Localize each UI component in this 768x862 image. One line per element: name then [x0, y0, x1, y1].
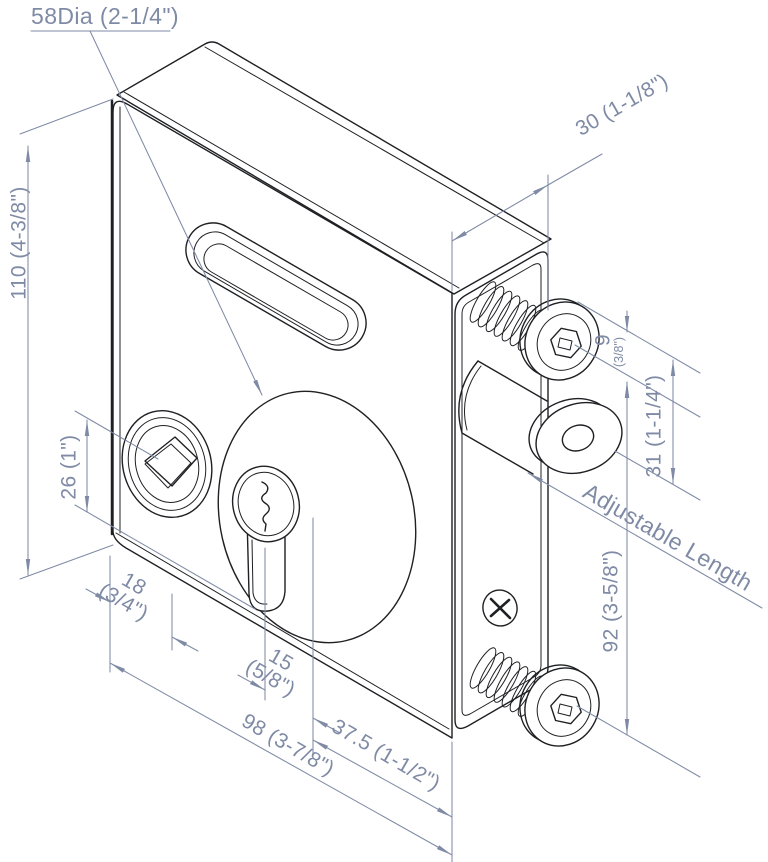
mounting-plate [454, 251, 549, 730]
dim-height: 110 (4-3/8") [8, 145, 31, 576]
dim-edge-offset: 18 (3/4") [85, 568, 199, 652]
dim-depth-label: 30 (1-1/8") [572, 69, 673, 140]
dim-bolt-length: 31 (1-1/4") [643, 359, 676, 485]
top-face-bend-line-front [123, 91, 460, 289]
roller-hole [561, 424, 595, 452]
dim-width-label: 98 (3-7/8") [238, 709, 339, 780]
top-face-bend-line-back [204, 46, 545, 244]
dim-cylinder-to-edge-label: 37.5 (1-1/2") [328, 715, 444, 796]
dim-bolt-offset-value: 9 [592, 334, 615, 346]
dim-bolt-spacing-label: 92 (3-5/8") [600, 550, 623, 653]
dimension-layer: 58Dia (2-1/4") 110 (4-3/8") 30 (1-1/8") … [8, 3, 763, 862]
upper-bolt-hex-socket [550, 327, 582, 359]
dim-spindle-cylinder-offset: 26 (1") [58, 419, 90, 513]
circular-boss-58dia [217, 390, 417, 644]
euro-cylinder [231, 465, 301, 612]
dim-diameter-label: 58Dia (2-1/4") [31, 3, 179, 29]
top-slot [185, 222, 367, 351]
dim-height-label: 110 (4-3/8") [8, 186, 31, 299]
phillips-screw [482, 589, 518, 627]
adjustable-length-callout: Adjustable Length [527, 472, 763, 609]
dim-bolt-offset-fraction: (3/8") [612, 337, 626, 367]
square-spindle-hole [144, 436, 198, 487]
dim-spindle-cylinder-offset-label: 26 (1") [58, 434, 81, 499]
dim-bolt-length-label: 31 (1-1/4") [643, 375, 666, 478]
adjustable-roller-bolt [458, 360, 623, 475]
upper-bolt-threads [469, 281, 545, 351]
dim-depth: 30 (1-1/8") [451, 69, 673, 242]
upper-fixing-bolt [469, 281, 600, 381]
spindle-rosette [121, 409, 213, 519]
lower-fixing-bolt [469, 647, 600, 747]
keyway [261, 481, 270, 532]
lock-front-face [112, 100, 453, 739]
lock-body [110, 41, 552, 739]
lock-top-face [116, 41, 552, 295]
dim-diameter-callout: 58Dia (2-1/4") [30, 3, 263, 396]
dim-bolt-spacing: 92 (3-5/8") [600, 381, 630, 736]
lower-bolt-hex-socket [550, 693, 582, 725]
